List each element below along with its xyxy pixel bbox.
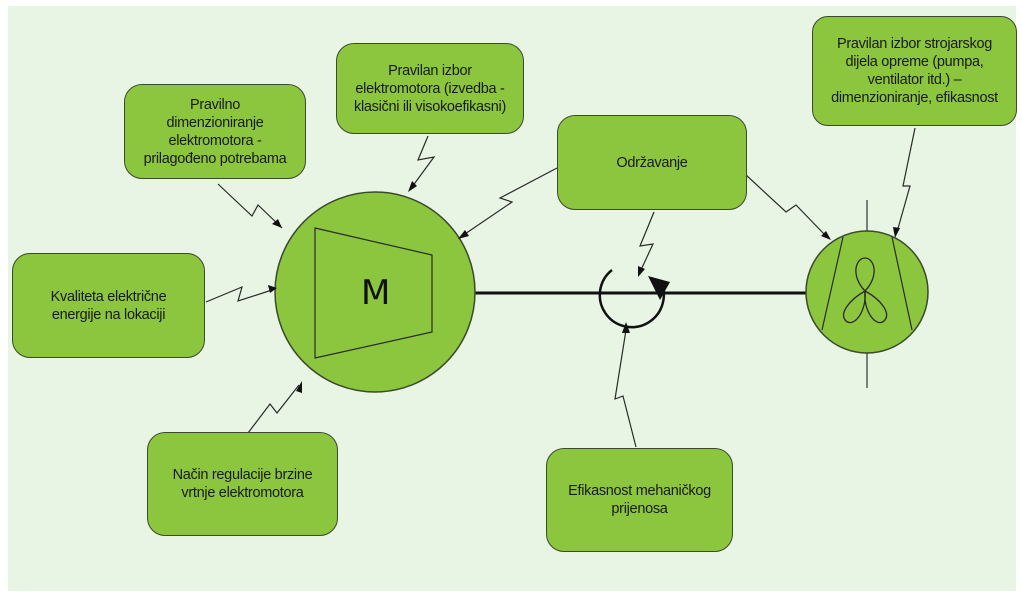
- motor-label: M: [361, 273, 391, 313]
- connector-equipment-pump: [896, 127, 916, 233]
- connector-motor-choice: [411, 135, 436, 188]
- connectors: [205, 127, 916, 448]
- box-equipment-choice: Pravilan izbor strojarskog dijela opreme…: [812, 16, 1017, 126]
- box-motor-choice: Pravilan izbor elektromotora (izvedba - …: [336, 43, 524, 134]
- box-maintenance: Održavanje: [557, 115, 747, 210]
- rotation-arrow-icon: [598, 269, 670, 329]
- box-speed-regulation: Način regulacije brzine vrtnje elektromo…: [147, 432, 338, 536]
- box-dimensioning: Pravilno dimenzioniranje elektromotora -…: [124, 84, 306, 179]
- connector-speed-regulation: [247, 384, 300, 434]
- connector-power-quality: [205, 285, 273, 303]
- connector-transmission: [614, 329, 637, 448]
- connector-maintenance-pump: [744, 173, 827, 237]
- box-power-quality: Kvaliteta električne energije na lokacij…: [12, 253, 205, 358]
- connector-maintenance-rotation: [639, 211, 655, 273]
- connector-maintenance-motor: [461, 167, 558, 237]
- connector-dimensioning: [217, 183, 283, 229]
- box-transmission: Efikasnost mehaničkog prijenosa: [546, 448, 733, 552]
- pump-right-line: [891, 236, 913, 331]
- motor-trapezoid-icon: [314, 227, 433, 359]
- fan-icon: [842, 257, 888, 324]
- pump-left-line: [821, 236, 844, 331]
